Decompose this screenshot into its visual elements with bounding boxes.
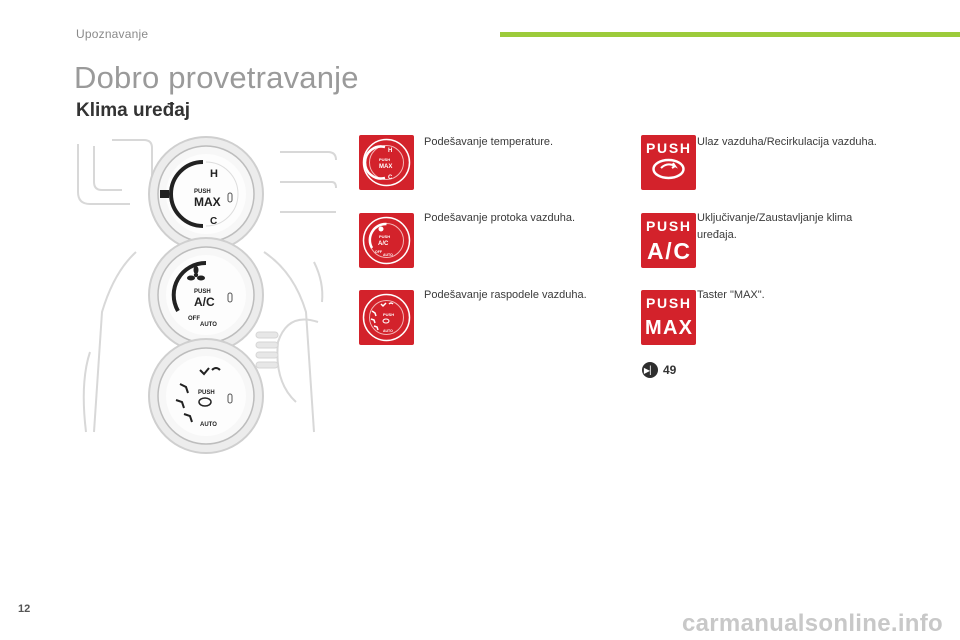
recirculation-description: Ulaz vazduha/Recirkulacija vazduha. xyxy=(697,136,877,148)
svg-text:A/C: A/C xyxy=(647,238,690,264)
page-number: 12 xyxy=(18,603,31,615)
svg-text:AUTO: AUTO xyxy=(383,329,393,333)
svg-text:AUTO: AUTO xyxy=(383,253,393,257)
svg-text:MAX: MAX xyxy=(379,164,392,170)
svg-text:PUSH: PUSH xyxy=(646,295,690,311)
svg-text:PUSH: PUSH xyxy=(646,218,690,234)
max-button-icon: PUSH MAX xyxy=(641,290,696,345)
distribution-description: Podešavanje raspodele vazduha. xyxy=(424,289,587,301)
svg-text:A/C: A/C xyxy=(378,241,389,247)
svg-text:PUSH: PUSH xyxy=(383,312,394,317)
svg-text:PUSH: PUSH xyxy=(379,157,390,162)
distribution-knob-auto-label: AUTO xyxy=(200,422,217,428)
temperature-knob: H PUSH MAX C xyxy=(148,136,264,252)
temp-knob-h-letter: H xyxy=(210,168,218,180)
climate-panel-illustration: H PUSH MAX C PUSH A/C OFF AUTO xyxy=(77,136,337,454)
page-link-icon: ▶▏ xyxy=(642,362,658,378)
airflow-knob-push-label: PUSH xyxy=(194,289,211,295)
temp-knob-c-letter: C xyxy=(210,216,217,227)
page-reference-link[interactable]: ▶▏ 49 xyxy=(642,362,676,378)
temp-knob-push-label: PUSH xyxy=(194,189,211,195)
airflow-description: Podešavanje protoka vazduha. xyxy=(424,212,576,224)
max-description: Taster "MAX". xyxy=(697,289,765,301)
svg-text:C: C xyxy=(388,175,393,181)
distribution-knob-icon: PUSH AUTO xyxy=(359,290,414,345)
airflow-knob: PUSH A/C OFF AUTO xyxy=(148,237,264,353)
svg-text:H: H xyxy=(388,148,392,154)
svg-text:OFF: OFF xyxy=(375,250,383,254)
page-reference-number: 49 xyxy=(663,363,677,377)
airflow-knob-auto-label: AUTO xyxy=(200,322,217,328)
section-accent-bar xyxy=(500,32,960,37)
section-label: Upoznavanje xyxy=(76,27,149,41)
page-title: Dobro provetravanje xyxy=(74,60,359,95)
watermark: carmanualsonline.info xyxy=(682,610,944,637)
airflow-knob-icon: PUSH A/C OFF AUTO xyxy=(359,213,414,268)
svg-text:PUSH: PUSH xyxy=(646,140,690,156)
ac-button-icon: PUSH A/C xyxy=(641,213,696,268)
airflow-knob-off-label: OFF xyxy=(188,316,200,322)
svg-text:MAX: MAX xyxy=(645,317,693,339)
section-subtitle: Klima uređaj xyxy=(76,100,191,121)
recirculation-button-icon: PUSH xyxy=(641,135,696,190)
svg-text:PUSH: PUSH xyxy=(379,234,390,239)
distribution-knob-push-label: PUSH xyxy=(198,390,215,396)
temp-knob-max-label: MAX xyxy=(194,195,221,209)
temperature-description: Podešavanje temperature. xyxy=(424,136,554,148)
distribution-knob: PUSH AUTO xyxy=(148,338,264,454)
ac-description: Uključivanje/Zaustavljanje klima uređaja… xyxy=(697,212,853,241)
airflow-knob-ac-label: A/C xyxy=(194,295,215,309)
temperature-knob-icon: H PUSH MAX C xyxy=(359,135,414,190)
